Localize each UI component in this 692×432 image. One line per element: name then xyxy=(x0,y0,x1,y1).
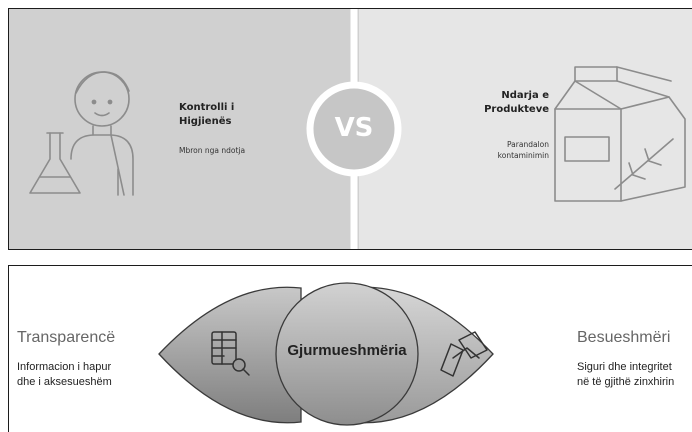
left-option-description: Mbron nga ndotja xyxy=(179,146,246,155)
right-option-description: Parandalon kontaminimin xyxy=(497,140,549,160)
vs-badge xyxy=(306,81,402,177)
right-half-background xyxy=(359,9,692,249)
center-label: Gjurmueshmëria xyxy=(287,342,407,359)
left-option-title: Kontrolli i Higjienës xyxy=(179,102,235,127)
right-title: Besueshmëri xyxy=(577,329,671,346)
comparison-graphic xyxy=(29,9,692,249)
left-description: Informacion i hapur dhe i aksesueshëm xyxy=(17,361,112,388)
traceability-graphic xyxy=(158,282,494,426)
traceability-panel: Gjurmueshmëria Transparencë Informacion … xyxy=(8,265,692,432)
table-search-icon xyxy=(211,331,250,376)
right-description: Siguri dhe integritet në të gjithë zinxh… xyxy=(577,361,675,388)
comparison-panel: VS Kontrolli i Higjienës Mbron nga ndotj… xyxy=(8,8,692,250)
center-circle xyxy=(275,282,419,426)
vs-label: VS xyxy=(334,113,374,143)
milk-carton-icon xyxy=(554,66,686,202)
left-petal xyxy=(158,286,302,424)
left-title: Transparencë xyxy=(17,329,116,346)
scientist-flask-icon xyxy=(29,71,134,196)
handshake-icon xyxy=(440,331,488,377)
right-option-title: Ndarja e Produkteve xyxy=(484,90,549,115)
